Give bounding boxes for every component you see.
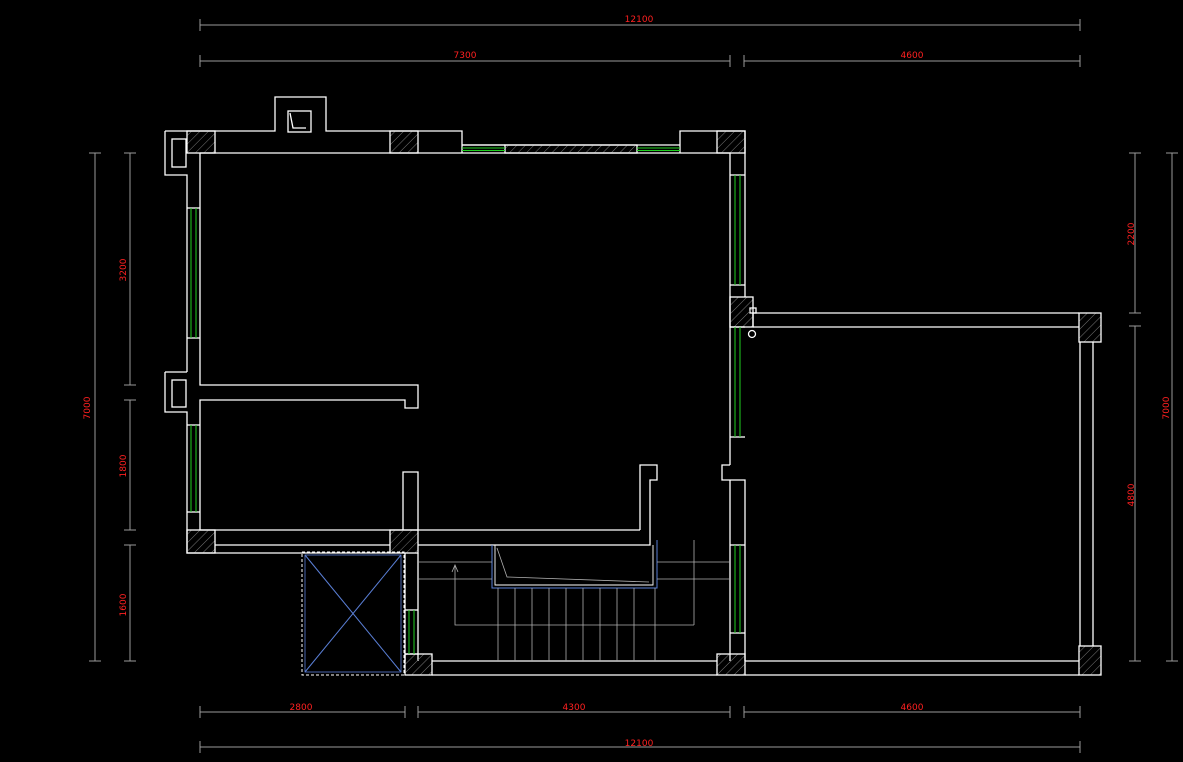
window [187,424,200,513]
void-shaft [301,551,405,676]
column [716,130,746,154]
dim-left-total: 7000 [83,396,93,419]
window [462,144,505,151]
dim-bottom-left: 2800 [290,703,313,713]
column [389,529,419,554]
structural-columns [186,130,1102,676]
column [729,296,754,328]
window [730,544,745,634]
dim-bottom-right: 4600 [901,703,924,713]
annex-walls [745,307,1094,676]
stair-treads [497,588,656,661]
wall-segment [504,144,638,154]
column [404,653,433,676]
column [716,653,746,676]
dim-right-top: 2200 [1127,222,1137,245]
window [730,326,745,438]
column [389,130,419,154]
dim-top-right: 4600 [901,51,924,61]
column [1078,312,1102,343]
dimension-labels: 12100 7300 4600 2800 4300 4600 12100 700… [83,15,1172,749]
window [730,174,745,286]
window [187,207,200,339]
window [637,147,680,151]
dim-left-top: 3200 [119,258,129,281]
dimension-lines [89,19,1178,753]
dim-top-total: 12100 [625,15,654,25]
staircase [418,540,730,661]
column [186,130,216,154]
window [405,609,418,655]
dim-right-total: 7000 [1162,396,1172,419]
dim-bottom-total: 12100 [625,739,654,749]
dim-bottom-mid: 4300 [563,703,586,713]
dim-right-bottom: 4800 [1127,483,1137,506]
dim-top-left: 7300 [454,51,477,61]
column [1078,645,1102,676]
dim-left-mid: 1800 [119,454,129,477]
windows [187,144,745,655]
dim-left-bottom: 1600 [119,593,129,616]
column [186,529,216,554]
